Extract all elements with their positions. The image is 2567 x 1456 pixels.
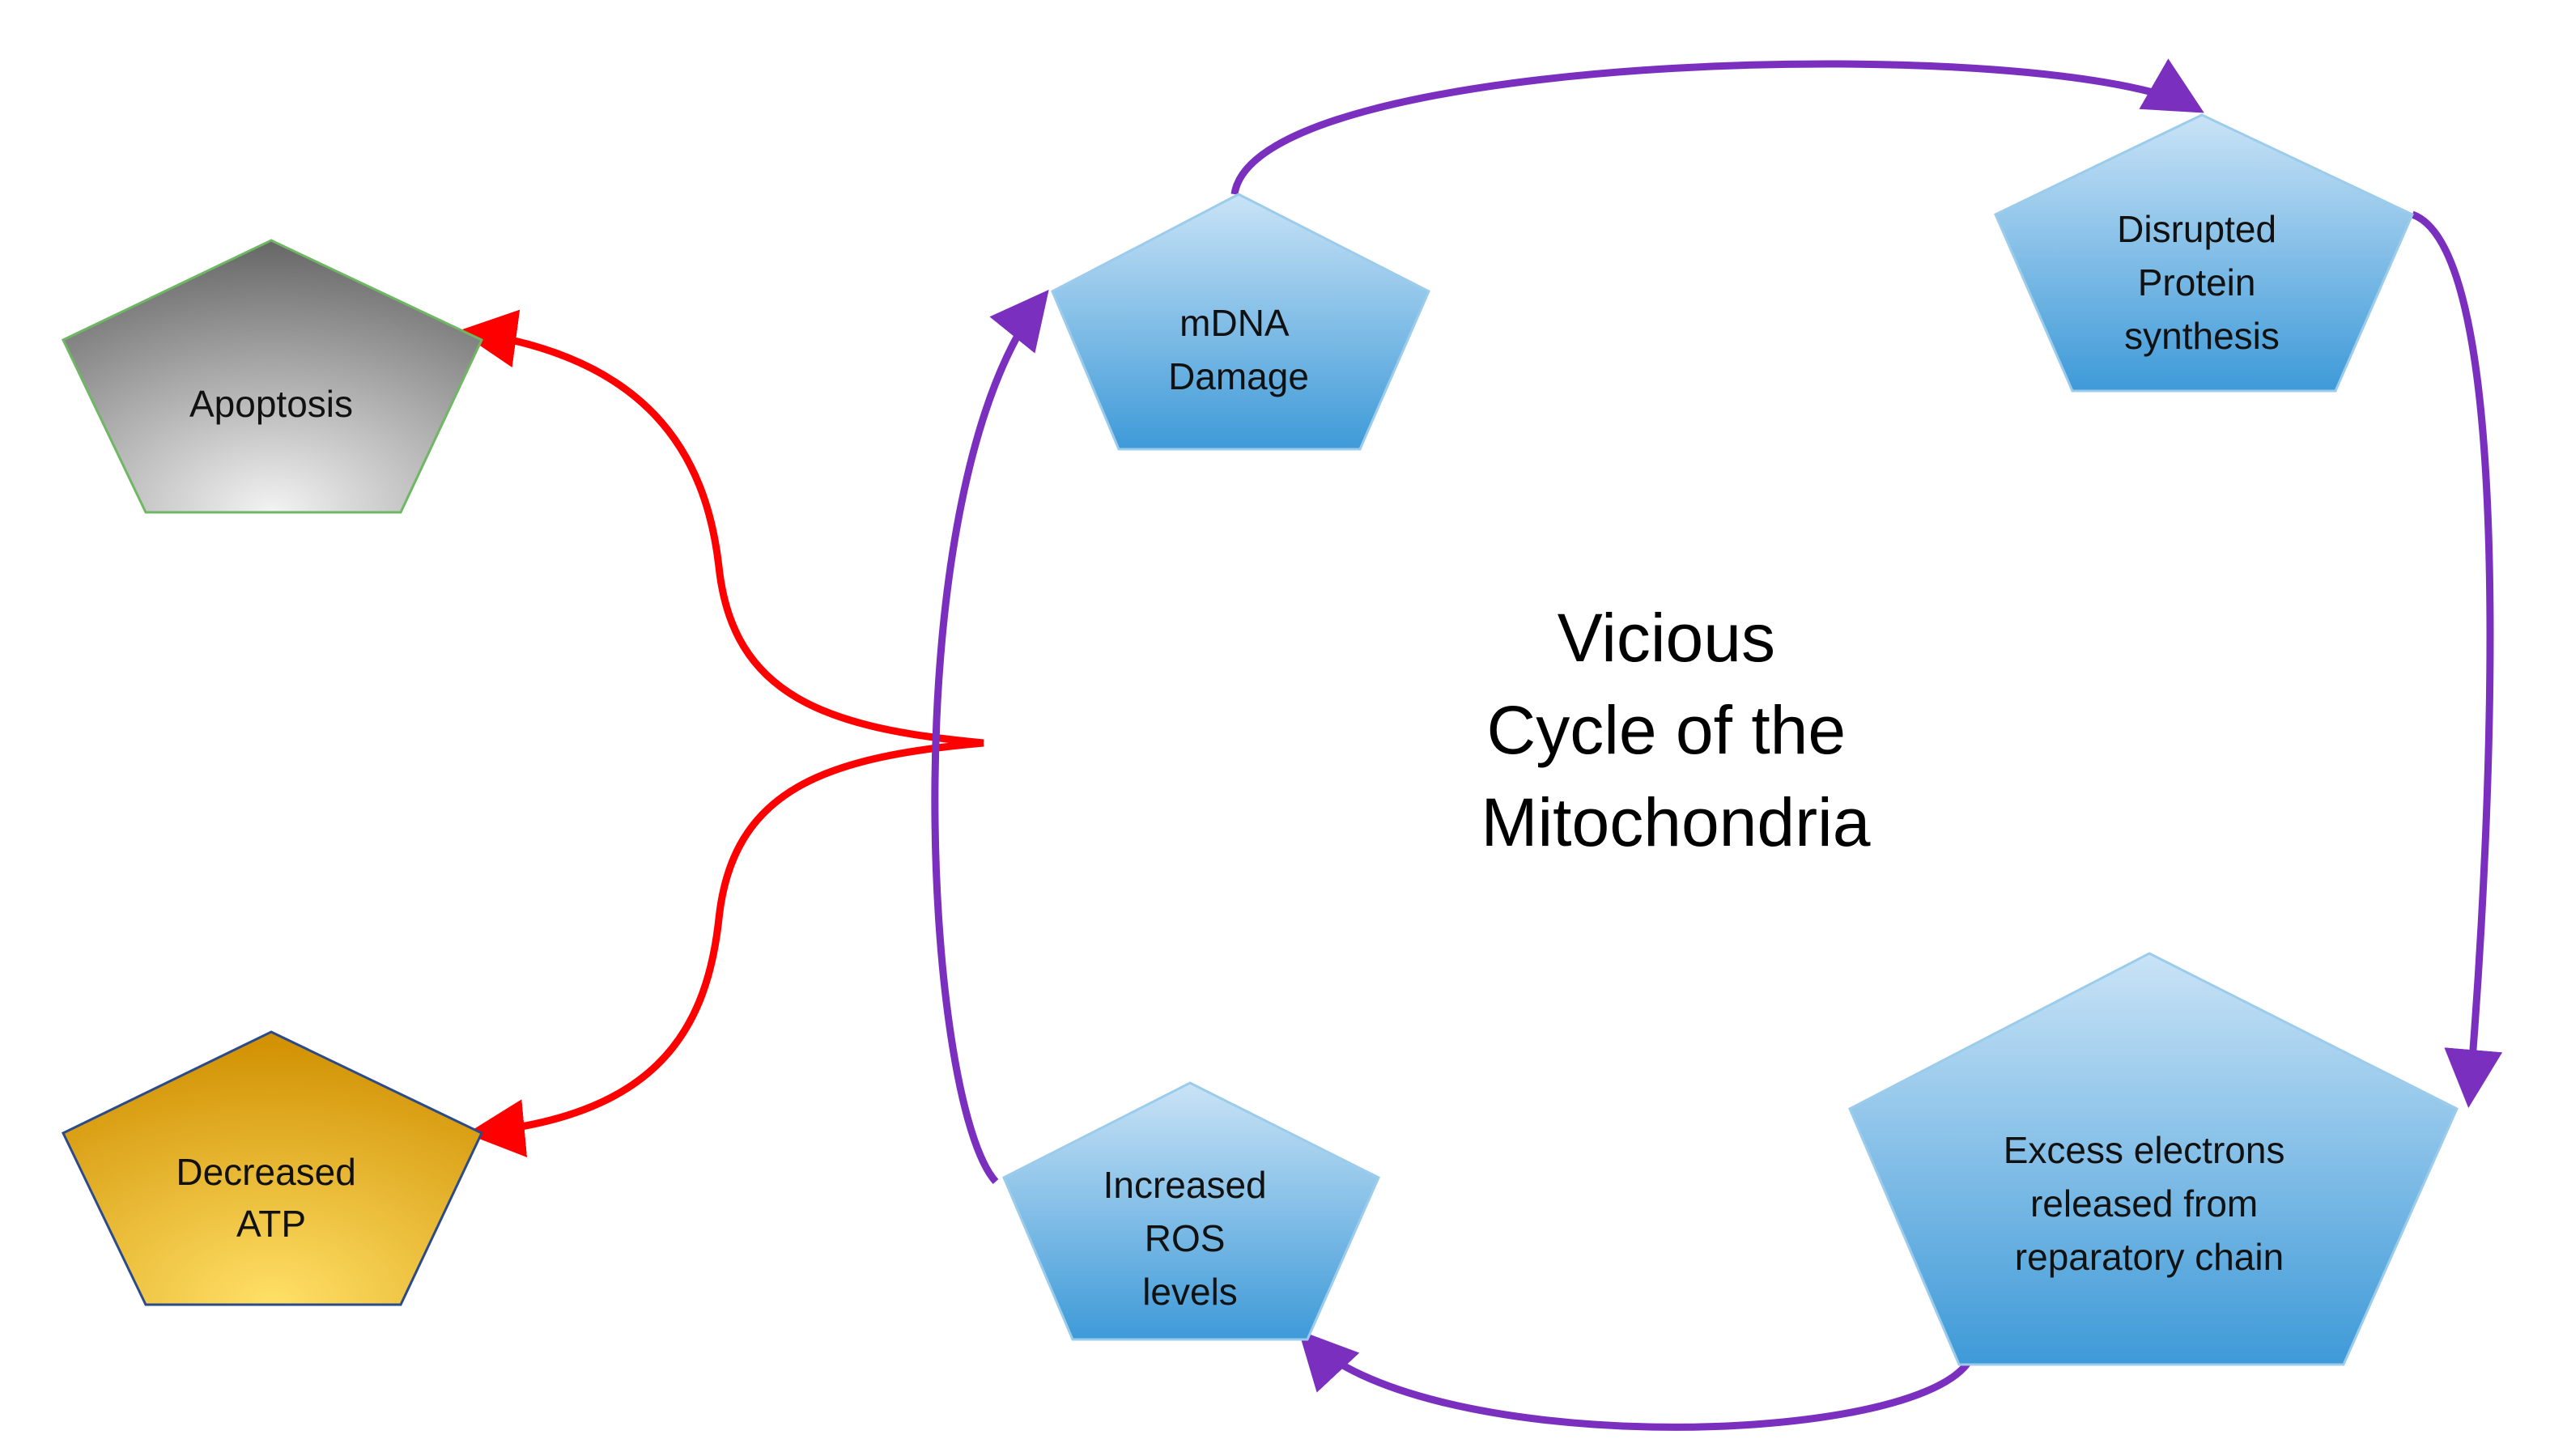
arrow-to-decreased-atp bbox=[466, 739, 984, 1157]
mdna-damage-node: mDNA Damage bbox=[1051, 193, 1430, 451]
apoptosis-pentagon bbox=[61, 239, 483, 514]
disrupted-protein-node: Disrupted Protein synthesis bbox=[1994, 113, 2414, 393]
arrow-to-apoptosis bbox=[458, 309, 984, 747]
decreased-atp-label: Decreased ATP bbox=[176, 1151, 366, 1245]
decreased-atp-pentagon bbox=[62, 1030, 483, 1306]
apoptosis-label: Apoptosis bbox=[189, 383, 353, 425]
increased-ros-label: Increased ROS levels bbox=[1103, 1164, 1277, 1313]
mdna-damage-label: mDNA Damage bbox=[1168, 302, 1309, 397]
decreased-atp-node: Decreased ATP bbox=[62, 1030, 483, 1306]
mdna-damage-pentagon bbox=[1051, 193, 1430, 451]
excess-electrons-node: Excess electrons released from reparator… bbox=[1848, 952, 2459, 1366]
disrupted-protein-label: Disrupted Protein synthesis bbox=[2117, 208, 2287, 357]
excess-electrons-label: Excess electrons released from reparator… bbox=[2004, 1129, 2295, 1278]
cycle-arrows bbox=[931, 58, 2503, 1431]
apoptosis-node: Apoptosis bbox=[61, 239, 483, 514]
disrupted-protein-pentagon bbox=[1994, 113, 2414, 393]
arrow-protein-to-electrons bbox=[2411, 210, 2503, 1108]
arrow-mdna-to-protein bbox=[1230, 58, 2204, 195]
center-title: Vicious Cycle of the Mitochondria bbox=[1481, 600, 1871, 860]
increased-ros-pentagon bbox=[1002, 1081, 1380, 1341]
excess-electrons-pentagon bbox=[1848, 952, 2459, 1366]
arrow-ros-to-mdna bbox=[931, 289, 1049, 1184]
arrow-electrons-to-ros bbox=[1298, 1330, 1970, 1431]
increased-ros-node: Increased ROS levels bbox=[1002, 1081, 1380, 1341]
outcome-arrows bbox=[458, 309, 984, 1157]
